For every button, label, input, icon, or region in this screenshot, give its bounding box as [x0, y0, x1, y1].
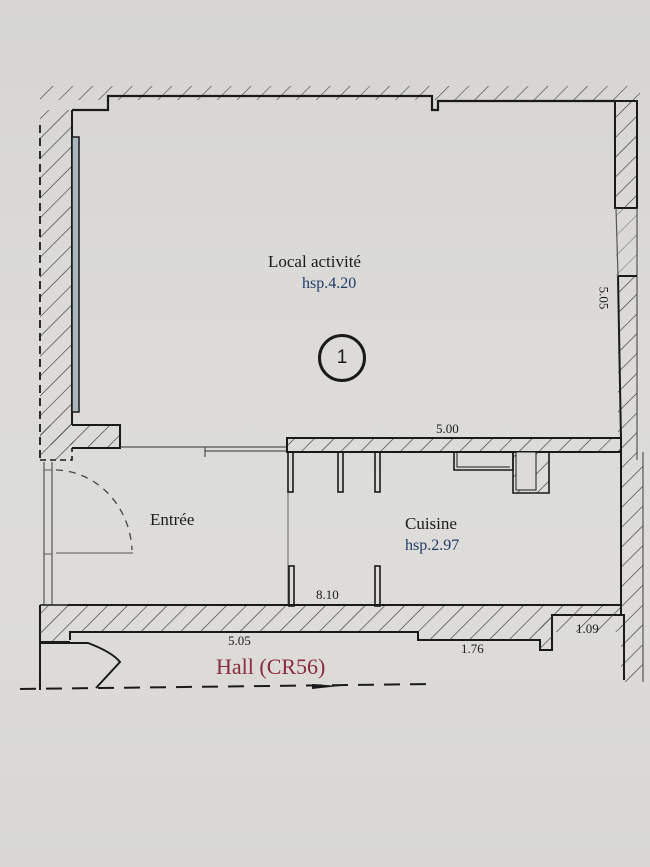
dimension-hall-mid: 1.76 [461, 641, 484, 656]
room-number-badge: 1 [318, 334, 366, 382]
left-wall-local [39, 110, 121, 461]
room-height-cuisine: hsp.2.97 [405, 537, 460, 554]
cuisine-stubs [287, 451, 550, 607]
dimension-hall-left: 5.05 [228, 633, 251, 648]
dimension-right-wall-local: 5.05 [596, 286, 612, 310]
right-wall-local [614, 100, 638, 460]
bottom-wall [39, 604, 622, 690]
hall-boundary [19, 683, 436, 690]
dimension-hall-right: 1.09 [576, 621, 599, 636]
hall-label: Hall (CR56) [216, 654, 326, 679]
top-wall [40, 86, 640, 112]
dimension-cuisine-bottom: 8.10 [316, 587, 339, 602]
dimension-partition: 5.00 [436, 421, 459, 436]
room-name-local: Local activité [268, 252, 361, 271]
window [71, 136, 80, 413]
room-name-entree: Entrée [150, 510, 195, 529]
hall-door [40, 642, 122, 689]
right-wall-cuisine [560, 452, 644, 682]
partition-wall [120, 437, 622, 457]
room-height-local: hsp.4.20 [302, 275, 357, 292]
room-name-cuisine: Cuisine [405, 514, 457, 533]
direction-arrow-icon [312, 684, 340, 689]
